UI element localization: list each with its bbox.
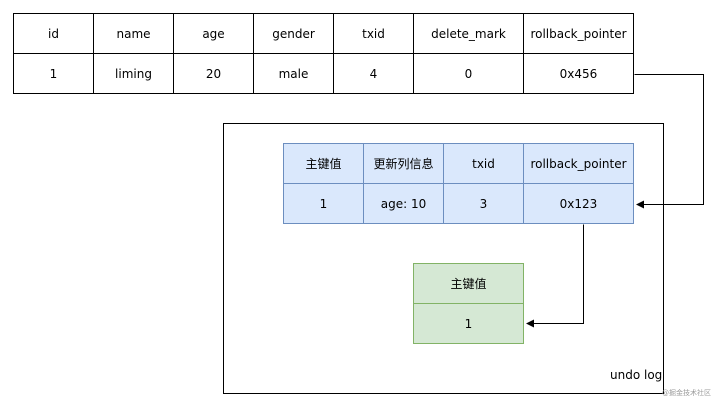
watermark: @掘金技术社区 xyxy=(662,389,711,397)
value-cell-id: 1 xyxy=(13,54,94,94)
undo-header-primary-key: 主键值 xyxy=(283,143,364,184)
value-cell-delete-mark: 0 xyxy=(414,54,524,94)
undo-header-txid: txid xyxy=(444,143,524,184)
undo-value-txid: 3 xyxy=(444,184,524,224)
undo-log-label: undo log xyxy=(610,368,663,382)
header-cell-txid: txid xyxy=(334,13,414,54)
header-cell-name: name xyxy=(94,13,174,54)
undo-log-container xyxy=(223,123,664,394)
header-cell-age: age xyxy=(174,13,254,54)
undo-key-value: 1 xyxy=(413,304,524,344)
undo-value-updated-columns: age: 10 xyxy=(364,184,444,224)
value-cell-age: 20 xyxy=(174,54,254,94)
header-cell-delete-mark: delete_mark xyxy=(414,13,524,54)
undo-header-updated-columns: 更新列信息 xyxy=(364,143,444,184)
value-cell-txid: 4 xyxy=(334,54,414,94)
value-cell-gender: male xyxy=(254,54,334,94)
rollback-pointer-arrow-to-undo-key xyxy=(526,224,584,328)
undo-value-primary-key: 1 xyxy=(283,184,364,224)
undo-header-rollback-pointer: rollback_pointer xyxy=(524,143,634,184)
header-cell-id: id xyxy=(13,13,94,54)
header-cell-rollback-pointer: rollback_pointer xyxy=(524,13,634,54)
rollback-pointer-arrow-to-undo-record xyxy=(634,74,704,209)
value-cell-rollback-pointer: 0x456 xyxy=(524,54,634,94)
value-cell-name: liming xyxy=(94,54,174,94)
undo-key-header: 主键值 xyxy=(413,263,524,304)
undo-value-rollback-pointer: 0x123 xyxy=(524,184,634,224)
header-cell-gender: gender xyxy=(254,13,334,54)
